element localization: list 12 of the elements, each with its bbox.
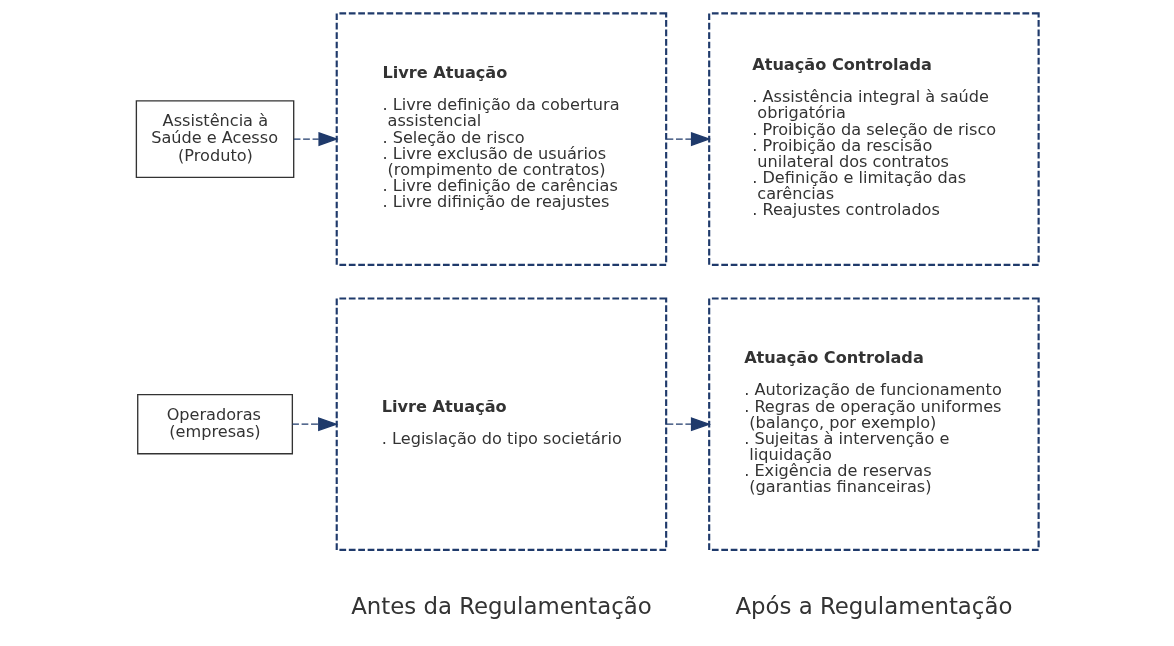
node-box: Atuação Controlada . Assistência integral à saúde obrigatória . Proibição da seleção de risco . Proibição da rescisão unilateral dos contratos . Definição e limitação das carências . Reajustes controlados (707, 12, 1040, 266)
node-box: Operadoras (empresas) (136, 393, 293, 455)
label: Antes da Regulamentação (350, 592, 652, 619)
label: Após a Regulamentação (734, 592, 1012, 619)
node-box: Atuação Controlada . Autorização de funcionamento . Regras de operação uniformes (balanço, por exemplo) . Sujeitas à intervenção e liquidação . Exigência de reservas (garantias financeiras) (707, 297, 1040, 551)
arrow (665, 132, 711, 147)
node-box: Livre Atuação . Livre definição da cobertura assistencial . Seleção de risco . Livre exclusão de usuários (rompimento de contratos) . Livre definição de carências . Livre difinição de reajustes (335, 12, 667, 266)
arrow (665, 417, 711, 432)
node-box: Livre Atuação . Legislação do tipo societário (335, 297, 667, 551)
arrow (291, 417, 338, 432)
arrow (292, 132, 339, 147)
node-box: Assistência à Saúde e Acesso (Produto) (135, 100, 294, 179)
